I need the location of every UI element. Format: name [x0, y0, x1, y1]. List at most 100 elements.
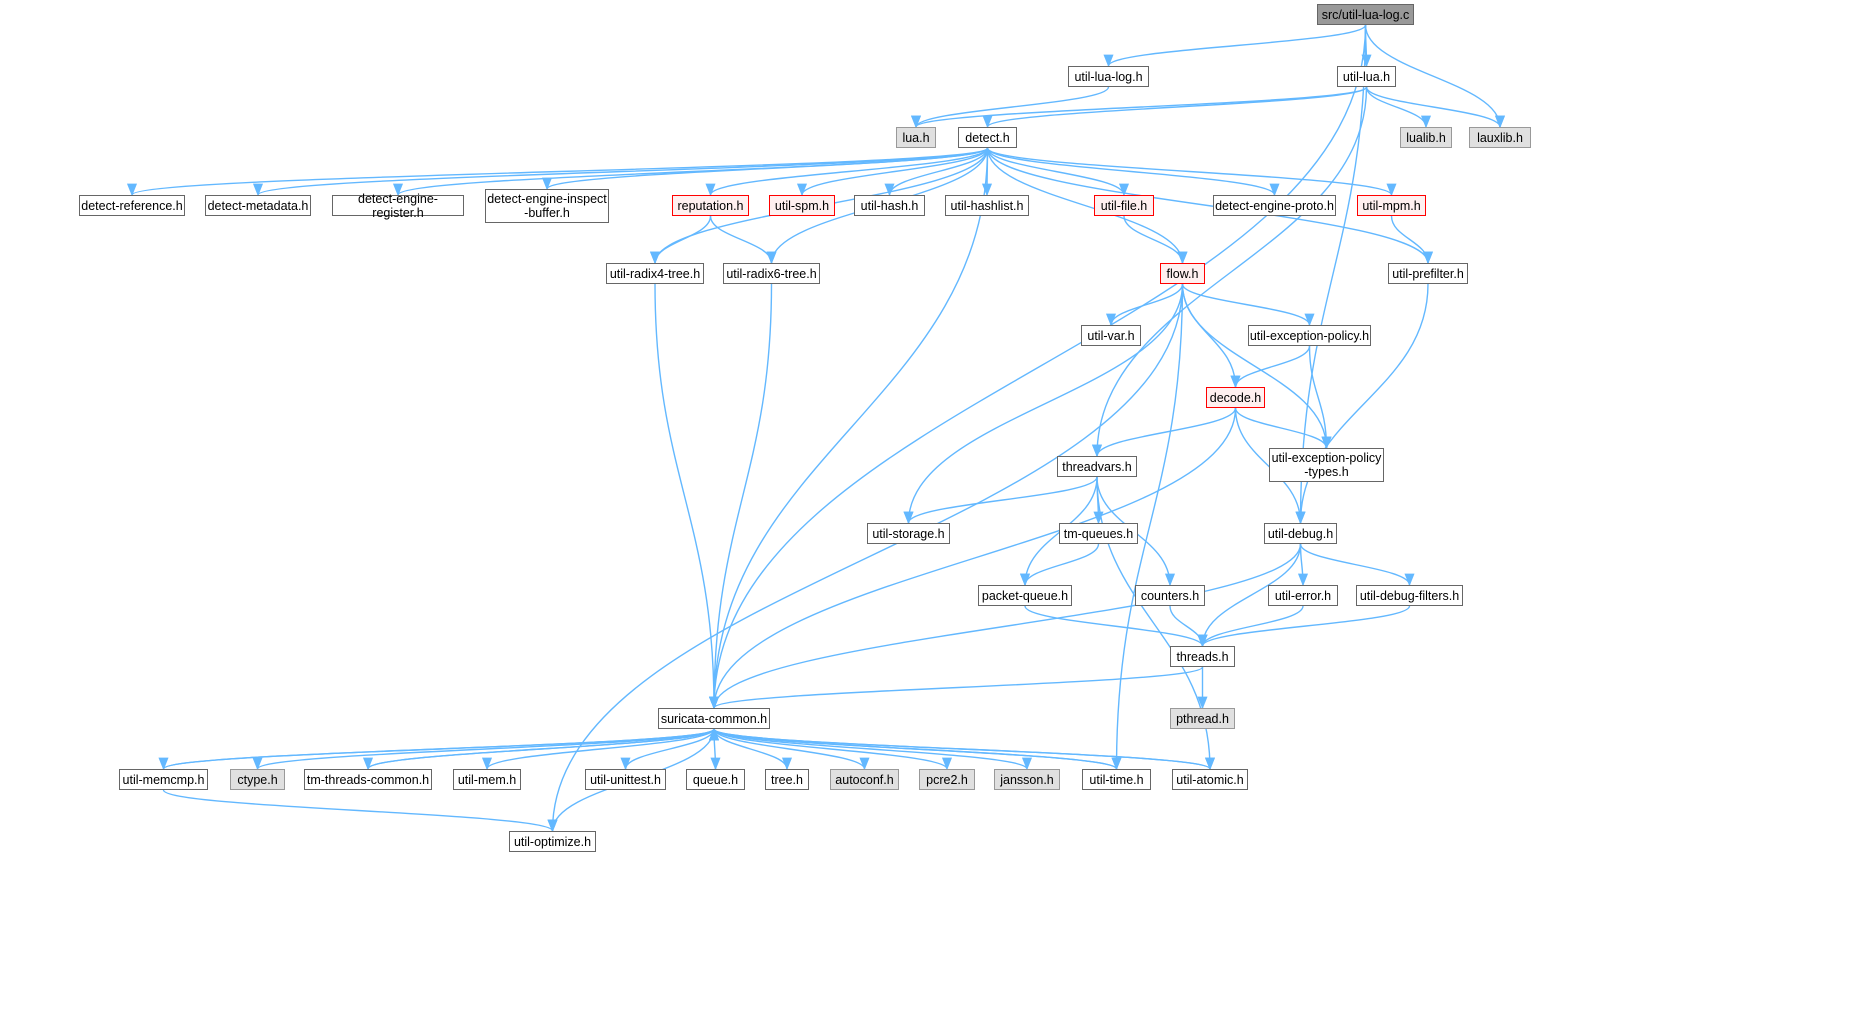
edge-util_lua_h-to-detect_h: [982, 86, 1368, 129]
edge-detect_h-to-util_file_h: [986, 147, 1129, 197]
edge-flow_h-to-util_exception_policy_h: [1181, 283, 1315, 327]
node-util-hash-h[interactable]: util-hash.h: [854, 195, 925, 216]
edge-suricata_common_h-to-util_mem_h: [482, 728, 715, 771]
edge-detect_h-to-flow_h: [986, 147, 1188, 265]
node-util-debug-h[interactable]: util-debug.h: [1264, 523, 1337, 544]
edge-suricata_common_h-to-autoconf_h: [713, 728, 870, 771]
edge-threadvars_h-to-util_storage_h: [903, 476, 1098, 525]
edge-tm_queues_h-to-packet_queue_h: [1020, 543, 1100, 587]
node-src-util-lua-log-c[interactable]: src/util-lua-log.c: [1317, 4, 1414, 25]
edge-counters_h-to-threads_h: [1169, 605, 1208, 648]
node-util-lua-h[interactable]: util-lua.h: [1337, 66, 1396, 87]
node-util-lua-log-h[interactable]: util-lua-log.h: [1068, 66, 1149, 87]
node-util-memcmp-h[interactable]: util-memcmp.h: [119, 769, 208, 790]
edge-suricata_common_h-to-queue_h: [710, 728, 721, 771]
node-threads-h[interactable]: threads.h: [1170, 646, 1235, 667]
edge-decode_h-to-util_debug_h: [1234, 407, 1306, 525]
edge-util_atomic_h-to-suricata_common_h: [709, 727, 1211, 770]
edge-root-to-util_lua_log_h: [1103, 24, 1367, 68]
edge-detect_h-to-suricata_common_h: [708, 147, 989, 710]
edge-util_exception_policy_h-to-util_exception_policy_types_h: [1308, 345, 1332, 450]
edge-decode_h-to-threadvars_h: [1092, 407, 1237, 458]
edge-detect_h-to-detect_engine_proto_h: [986, 147, 1280, 197]
edge-util_radix6_tree_h-to-suricata_common_h: [708, 283, 773, 710]
node-lualib-h: lualib.h: [1400, 127, 1452, 148]
edge-util_lua_h-to-lualib_h: [1365, 86, 1432, 129]
edge-reputation_h-to-util_radix4_tree_h: [649, 215, 712, 265]
node-util-time-h[interactable]: util-time.h: [1082, 769, 1151, 790]
node-counters-h[interactable]: counters.h: [1135, 585, 1205, 606]
node-threadvars-h[interactable]: threadvars.h: [1057, 456, 1137, 477]
node-jansson-h: jansson.h: [994, 769, 1060, 790]
edge-detect_h-to-reputation_h: [705, 147, 989, 197]
node-util-storage-h[interactable]: util-storage.h: [867, 523, 950, 544]
node-detect-engine-inspect-buffer-h[interactable]: detect-engine-inspect -buffer.h: [485, 189, 609, 223]
edge-util_prefilter_h-to-util_debug_h: [1295, 283, 1429, 525]
edge-util_debug_h-to-util_debug_filters_h: [1299, 543, 1415, 587]
edge-util_lua_h-to-lua_h: [911, 86, 1368, 129]
edge-threads_h-to-suricata_common_h: [709, 666, 1204, 710]
node-util-atomic-h[interactable]: util-atomic.h: [1172, 769, 1248, 790]
edge-detect_h-to-util_hash_h: [884, 147, 989, 197]
node-util-radix4-tree-h[interactable]: util-radix4-tree.h: [606, 263, 704, 284]
edge-detect_h-to-util_prefilter_h: [986, 147, 1433, 265]
node-util-spm-h[interactable]: util-spm.h: [769, 195, 835, 216]
edge-flow_h-to-util_time_h: [1111, 283, 1184, 771]
node-pcre2-h: pcre2.h: [919, 769, 975, 790]
edge-util_time_h-to-suricata_common_h: [709, 727, 1118, 770]
node-detect-engine-proto-h[interactable]: detect-engine-proto.h: [1213, 195, 1336, 216]
node-util-mpm-h[interactable]: util-mpm.h: [1357, 195, 1426, 216]
node-tree-h[interactable]: tree.h: [765, 769, 809, 790]
edge-detect_h-to-detect_metadata_h: [253, 147, 989, 197]
node-flow-h[interactable]: flow.h: [1160, 263, 1205, 284]
edge-detect_h-to-util_mpm_h: [986, 147, 1397, 197]
edge-root-to-suricata_common_h: [708, 24, 1367, 710]
edge-util_memcmp_h-to-util_optimize_h: [162, 789, 558, 833]
edge-flow_h-to-util_var_h: [1106, 283, 1184, 327]
edge-flow_h-to-util_exception_policy_types_h: [1181, 283, 1332, 450]
edge-flow_h-to-util_storage_h: [903, 283, 1184, 525]
node-util-file-h[interactable]: util-file.h: [1094, 195, 1154, 216]
node-tm-threads-common-h[interactable]: tm-threads-common.h: [304, 769, 432, 790]
node-packet-queue-h[interactable]: packet-queue.h: [978, 585, 1072, 606]
node-util-exception-policy-types-h[interactable]: util-exception-policy -types.h: [1269, 448, 1384, 482]
edge-decode_h-to-util_exception_policy_types_h: [1234, 407, 1332, 450]
node-queue-h[interactable]: queue.h: [686, 769, 745, 790]
node-tm-queues-h[interactable]: tm-queues.h: [1059, 523, 1138, 544]
node-util-unittest-h[interactable]: util-unittest.h: [585, 769, 666, 790]
node-lua-h: lua.h: [896, 127, 936, 148]
edge-suricata_common_h-to-jansson_h: [713, 728, 1032, 771]
node-detect-engine-register-h[interactable]: detect-engine-register.h: [332, 192, 464, 220]
edge-util_debug_h-to-util_error_h: [1297, 543, 1309, 587]
node-lauxlib-h: lauxlib.h: [1469, 127, 1531, 148]
node-decode-h[interactable]: decode.h: [1206, 387, 1265, 408]
node-suricata-common-h[interactable]: suricata-common.h: [658, 708, 770, 729]
edge-util_debug_h-to-threads_h: [1197, 543, 1302, 648]
edge-root-to-lauxlib_h: [1364, 24, 1506, 129]
node-util-debug-filters-h[interactable]: util-debug-filters.h: [1356, 585, 1463, 606]
node-autoconf-h: autoconf.h: [830, 769, 899, 790]
node-detect-reference-h[interactable]: detect-reference.h: [79, 195, 185, 216]
node-util-mem-h[interactable]: util-mem.h: [453, 769, 521, 790]
node-util-optimize-h[interactable]: util-optimize.h: [509, 831, 596, 852]
edge-util_debug_filters_h-to-threads_h: [1197, 605, 1411, 648]
node-util-exception-policy-h[interactable]: util-exception-policy.h: [1248, 325, 1371, 346]
node-detect-h[interactable]: detect.h: [958, 127, 1017, 148]
edge-flow_h-to-decode_h: [1181, 283, 1241, 389]
edge-flow_h-to-util_optimize_h: [547, 283, 1184, 833]
node-util-var-h[interactable]: util-var.h: [1081, 325, 1141, 346]
node-reputation-h[interactable]: reputation.h: [672, 195, 749, 216]
edge-packet_queue_h-to-threads_h: [1024, 605, 1208, 648]
edge-util_error_h-to-threads_h: [1197, 605, 1304, 648]
node-detect-metadata-h[interactable]: detect-metadata.h: [205, 195, 311, 216]
edge-util_lua_h-to-lauxlib_h: [1365, 86, 1505, 129]
edge-util_memcmp_h-to-suricata_common_h: [162, 727, 719, 770]
node-util-radix6-tree-h[interactable]: util-radix6-tree.h: [723, 263, 820, 284]
node-util-prefilter-h[interactable]: util-prefilter.h: [1388, 263, 1468, 284]
node-util-error-h[interactable]: util-error.h: [1268, 585, 1338, 606]
edge-util_debug_h-to-suricata_common_h: [709, 543, 1302, 710]
edge-decode_h-to-suricata_common_h: [709, 407, 1237, 710]
node-util-hashlist-h[interactable]: util-hashlist.h: [945, 195, 1029, 216]
